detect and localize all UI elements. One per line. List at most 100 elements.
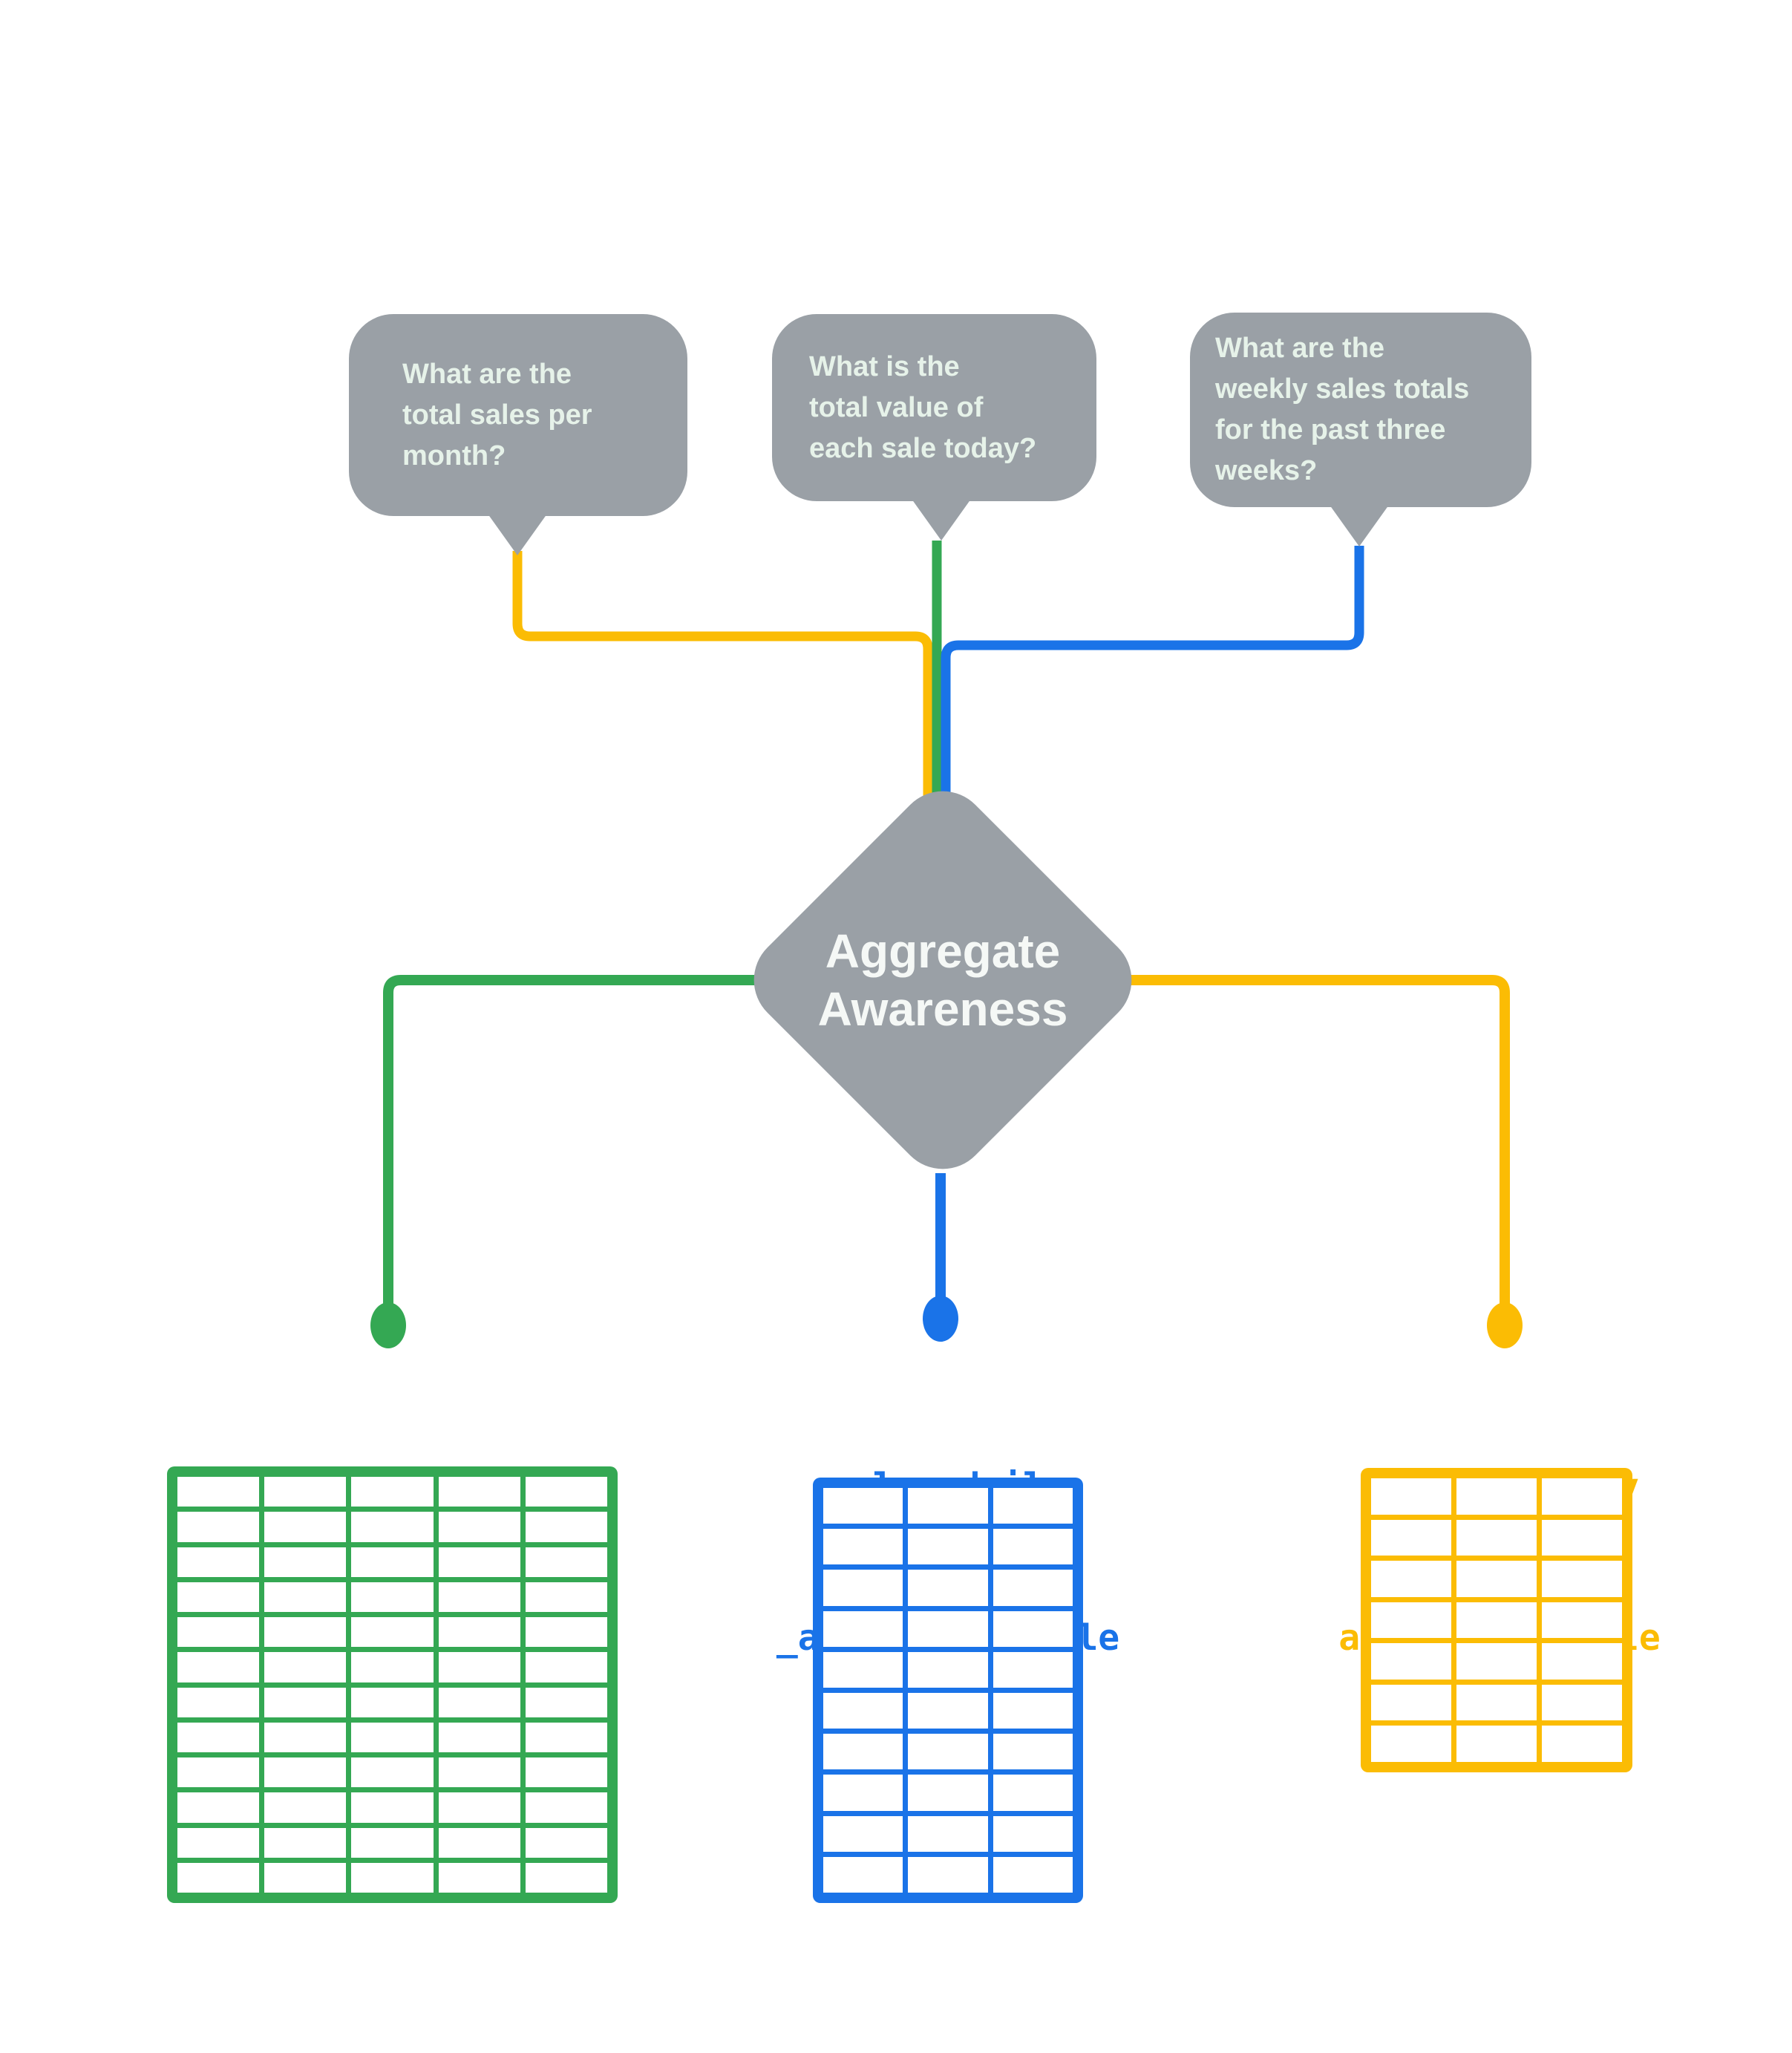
table-cell — [264, 1652, 347, 1682]
table-cell — [351, 1652, 434, 1682]
bubble-text-line: weeks? — [1215, 455, 1318, 486]
table-cell — [908, 1488, 988, 1524]
table-cell — [438, 1547, 520, 1577]
table-cell — [264, 1862, 347, 1893]
aggregate-awareness-diamond: Aggregate Awareness — [734, 771, 1151, 1189]
table-cell — [823, 1775, 903, 1811]
sales-monthly-aggregate-table — [1361, 1468, 1632, 1772]
table-cell — [351, 1757, 434, 1788]
table-cell — [823, 1692, 903, 1729]
table-cell — [438, 1512, 520, 1542]
table-cell — [1542, 1643, 1622, 1680]
table-cell — [438, 1652, 520, 1682]
bubble-text-line: for the past three — [1215, 414, 1446, 445]
bubble-tail — [912, 499, 971, 541]
table-cell — [177, 1652, 260, 1682]
table-cell — [264, 1687, 347, 1717]
table-cell — [177, 1862, 260, 1893]
table-cell — [525, 1652, 607, 1682]
table-cell — [823, 1734, 903, 1770]
table-cell — [908, 1610, 988, 1647]
table-cell — [177, 1512, 260, 1542]
table-cell — [177, 1477, 260, 1507]
table-cell — [351, 1582, 434, 1612]
table-cell — [1542, 1684, 1622, 1721]
bubble-tail — [1330, 505, 1389, 546]
table-cell — [525, 1757, 607, 1788]
table-cell — [993, 1610, 1073, 1647]
table-cell — [438, 1582, 520, 1612]
table-cell — [1371, 1478, 1451, 1515]
table-cell — [908, 1529, 988, 1565]
table-cell — [1371, 1726, 1451, 1762]
bubble-tail — [488, 514, 547, 555]
table-cell — [1456, 1478, 1537, 1515]
table-cell — [351, 1687, 434, 1717]
table-cell — [823, 1651, 903, 1688]
bubble-text-line: What are the — [402, 358, 572, 390]
table-cell — [264, 1617, 347, 1648]
table-cell — [525, 1862, 607, 1893]
table-cell — [1456, 1726, 1537, 1762]
table-cell — [823, 1815, 903, 1852]
table-cell — [438, 1862, 520, 1893]
bubble-text-line: total sales per — [402, 399, 592, 431]
question-bubble-daily-sale-value: What is the total value of each sale tod… — [772, 314, 1096, 541]
table-cell — [351, 1477, 434, 1507]
table-cell — [177, 1582, 260, 1612]
table-cell — [1542, 1519, 1622, 1556]
table-cell — [264, 1722, 347, 1752]
bubble-text-line: total value of — [809, 391, 984, 423]
table-cell — [1371, 1602, 1451, 1639]
table-cell — [993, 1775, 1073, 1811]
table-cell — [438, 1722, 520, 1752]
bubble-text-line: each sale today? — [809, 432, 1037, 464]
table-cell — [1542, 1478, 1622, 1515]
table-cell — [351, 1722, 434, 1752]
bubble-text-line: weekly sales totals — [1215, 373, 1470, 405]
table-cell — [993, 1651, 1073, 1688]
bubble-text-line: What is the — [809, 350, 960, 382]
table-cell — [1542, 1726, 1622, 1762]
table-cell — [525, 1722, 607, 1752]
table-cell — [993, 1570, 1073, 1606]
table-cell — [525, 1582, 607, 1612]
table-cell — [264, 1547, 347, 1577]
table-cell — [993, 1692, 1073, 1729]
table-cell — [1371, 1519, 1451, 1556]
connector-bottom-yellow — [1128, 975, 1510, 1309]
table-cell — [823, 1610, 903, 1647]
table-cell — [525, 1512, 607, 1542]
table-cell — [1542, 1561, 1622, 1597]
table-cell — [438, 1827, 520, 1858]
connector-top-blue — [941, 546, 1364, 798]
bubble-text-line: month? — [402, 440, 506, 471]
table-cell — [264, 1827, 347, 1858]
diamond-label: Aggregate Awareness — [796, 833, 1090, 1127]
table-cell — [1371, 1643, 1451, 1680]
blue-endpoint-dot — [923, 1296, 958, 1342]
bubble-text-line: What are the — [1215, 333, 1385, 364]
table-cell — [908, 1734, 988, 1770]
table-cell — [438, 1687, 520, 1717]
table-cell — [908, 1570, 988, 1606]
table-cell — [177, 1547, 260, 1577]
table-cell — [264, 1757, 347, 1788]
sales-daily-aggregate-table — [813, 1478, 1083, 1903]
orders-database-table — [167, 1466, 618, 1903]
table-cell — [177, 1722, 260, 1752]
table-cell — [438, 1757, 520, 1788]
table-cell — [1371, 1684, 1451, 1721]
connector-bottom-green — [383, 975, 757, 1309]
table-cell — [525, 1477, 607, 1507]
table-cell — [525, 1687, 607, 1717]
table-cell — [908, 1692, 988, 1729]
table-cell — [1456, 1561, 1537, 1597]
table-cell — [177, 1792, 260, 1823]
table-cell — [177, 1617, 260, 1648]
diamond-text-line: Awareness — [817, 982, 1068, 1036]
table-cell — [438, 1792, 520, 1823]
question-bubble-weekly-totals: What are the weekly sales totals for the… — [1190, 313, 1531, 546]
table-cell — [823, 1856, 903, 1893]
